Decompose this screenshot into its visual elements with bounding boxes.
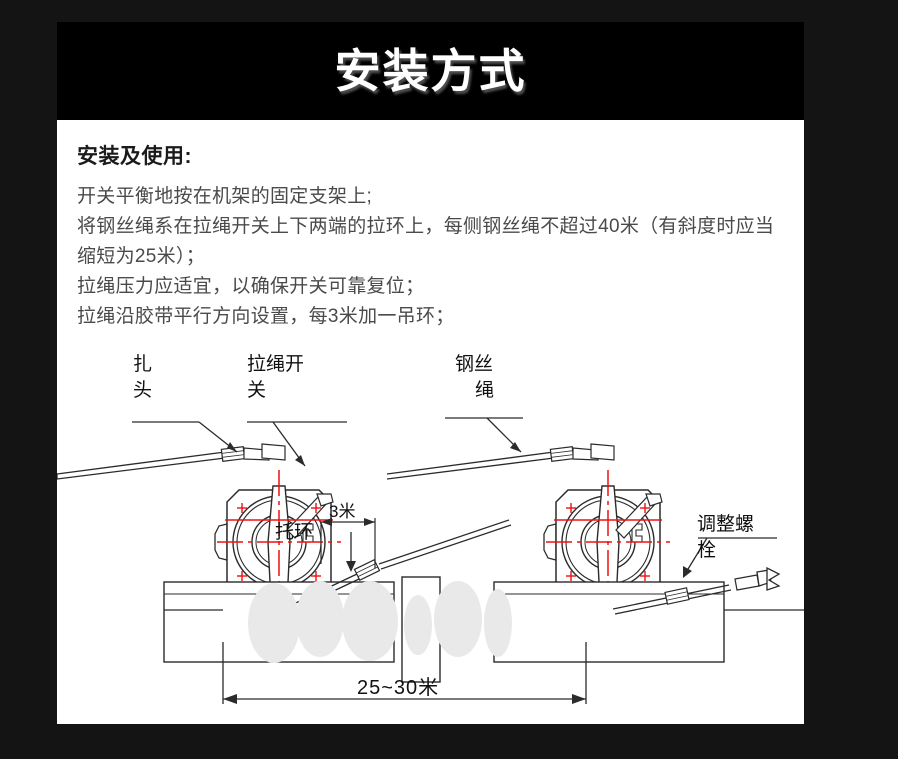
label-adjusting-bolt: 调整螺 栓 [683, 513, 777, 578]
instruction-line-4: 拉绳沿胶带平行方向设置，每3米加一吊环； [77, 306, 455, 327]
dimension-overall-span-text: 25~30米 [357, 676, 439, 699]
label-support-ring: 托环 [275, 521, 356, 572]
steel-wire-rope-right [386, 451, 555, 480]
dimension-overall-span: 25~30米 [222, 642, 587, 704]
rope-link-right [572, 443, 615, 461]
label-pull-cord-switch-text-1: 拉绳开 [247, 353, 304, 375]
rope-link-left [243, 443, 286, 461]
label-adjusting-bolt-text-1: 调整螺 [697, 513, 754, 535]
label-tie-head-text-1: 扎 [133, 353, 152, 375]
instruction-line-2: 将钢丝绳系在拉绳开关上下两端的拉环上，每侧钢丝绳不超过40米（有斜度时应当缩短为… [77, 216, 775, 267]
label-tie-head-text-2: 头 [133, 379, 152, 401]
content-card: 安装方式 安装及使用: 开关平衡地按在机架的固定支架上; 将钢丝绳系在拉绳开关上… [57, 22, 804, 724]
hanging-ring [401, 576, 441, 683]
label-steel-wire-rope: 钢丝 绳 [445, 353, 523, 453]
instruction-line-3: 拉绳压力应适宜，以确保开关可靠复位； [77, 276, 425, 297]
instructions-block: 安装及使用: 开关平衡地按在机架的固定支架上; 将钢丝绳系在拉绳开关上下两端的拉… [77, 140, 787, 332]
section-heading: 安装及使用: [77, 145, 192, 168]
label-adjusting-bolt-text-2: 栓 [697, 539, 716, 561]
title-banner: 安装方式 [57, 22, 804, 120]
label-tie-head: 扎 头 [132, 353, 238, 453]
adjusting-bolt [734, 566, 781, 591]
label-pull-cord-switch: 拉绳开 关 [247, 353, 347, 467]
support-ring-clamp [353, 559, 381, 581]
installation-diagram: 扎 头 拉绳开 关 钢丝 绳 [57, 342, 804, 724]
rope-to-right-switch [378, 519, 512, 570]
steel-wire-rope-left [57, 451, 226, 480]
label-steel-wire-rope-text-2: 绳 [475, 379, 494, 401]
dimension-ring-spacing: 3米 [320, 502, 376, 568]
instruction-line-1: 开关平衡地按在机架的固定支架上; [77, 186, 373, 207]
page-title: 安装方式 [334, 45, 527, 97]
label-support-ring-text: 托环 [275, 521, 313, 543]
conveyor-frame [163, 581, 725, 663]
diagram-canvas: 扎 头 拉绳开 关 钢丝 绳 [57, 353, 804, 704]
label-steel-wire-rope-text-1: 钢丝 [455, 353, 493, 375]
tie-head-clamp-right [549, 446, 575, 462]
label-pull-cord-switch-text-2: 关 [247, 379, 266, 401]
dimension-ring-spacing-text: 3米 [329, 502, 355, 521]
